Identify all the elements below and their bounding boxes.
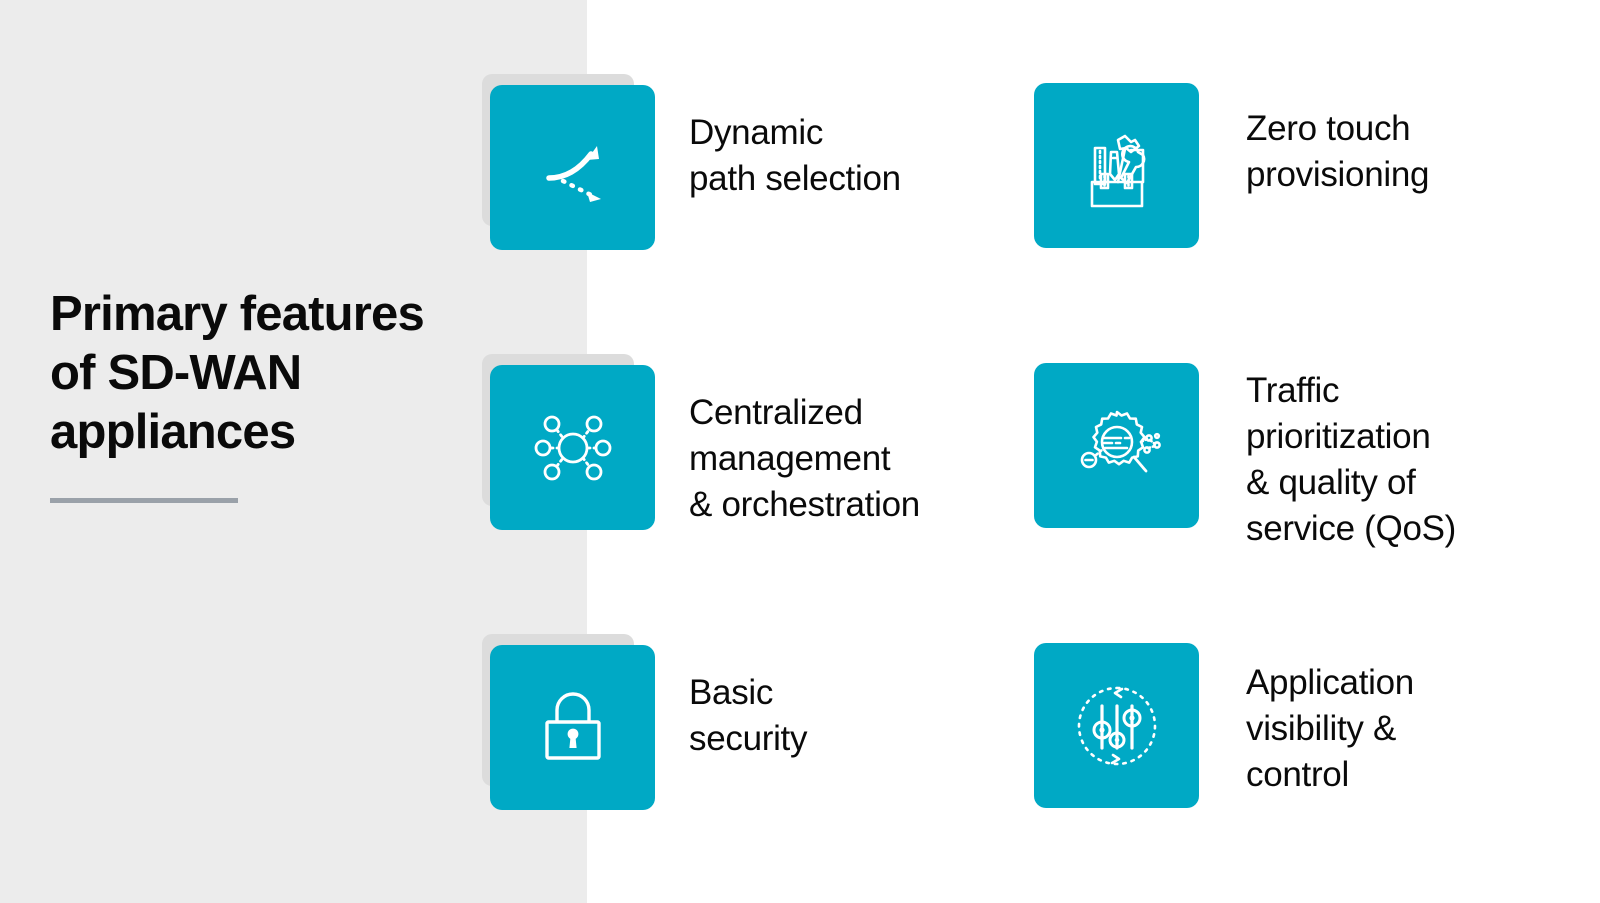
- sliders-refresh-icon: [1069, 678, 1165, 774]
- icon-tile-wrap: [482, 634, 662, 824]
- diverging-arrows-icon: [531, 126, 615, 210]
- feature-label: Zero touch provisioning: [1246, 109, 1430, 194]
- toolbox-icon: [1073, 122, 1161, 210]
- icon-tile: [490, 85, 655, 250]
- icon-tile: [1034, 643, 1199, 808]
- icon-tile: [490, 365, 655, 530]
- title-underline-rule: [50, 498, 238, 503]
- icon-tile-wrap: [482, 74, 662, 264]
- icon-tile-wrap: [1034, 354, 1214, 544]
- feature-item-basic-security[interactable]: Basic security: [482, 634, 807, 824]
- feature-label: Dynamic path selection: [689, 113, 901, 198]
- feature-item-dynamic-path-selection[interactable]: Dynamic path selection: [482, 74, 901, 264]
- feature-label: Centralized management & orchestration: [689, 393, 920, 524]
- icon-tile-wrap: [1034, 74, 1214, 264]
- feature-item-application-visibility[interactable]: Application visibility & control: [1034, 634, 1414, 824]
- feature-label: Traffic prioritization & quality of serv…: [1246, 371, 1457, 548]
- page-title: Primary features of SD-WAN appliances: [50, 287, 425, 459]
- gear-magnifier-nodes-icon: [1069, 398, 1165, 494]
- feature-item-traffic-prioritization[interactable]: Traffic prioritization & quality of serv…: [1034, 354, 1456, 552]
- title-block: Primary features of SD-WAN appliances: [50, 285, 470, 503]
- feature-label: Basic security: [689, 673, 808, 758]
- icon-tile-wrap: [1034, 634, 1214, 824]
- icon-tile: [490, 645, 655, 810]
- icon-tile-wrap: [482, 354, 662, 544]
- feature-label: Application visibility & control: [1246, 663, 1414, 794]
- icon-tile: [1034, 363, 1199, 528]
- hub-network-icon: [527, 402, 619, 494]
- icon-tile: [1034, 83, 1199, 248]
- padlock-icon: [529, 684, 617, 772]
- feature-item-centralized-management[interactable]: Centralized management & orchestration: [482, 354, 920, 544]
- feature-item-zero-touch-provisioning[interactable]: Zero touch provisioning: [1034, 74, 1429, 264]
